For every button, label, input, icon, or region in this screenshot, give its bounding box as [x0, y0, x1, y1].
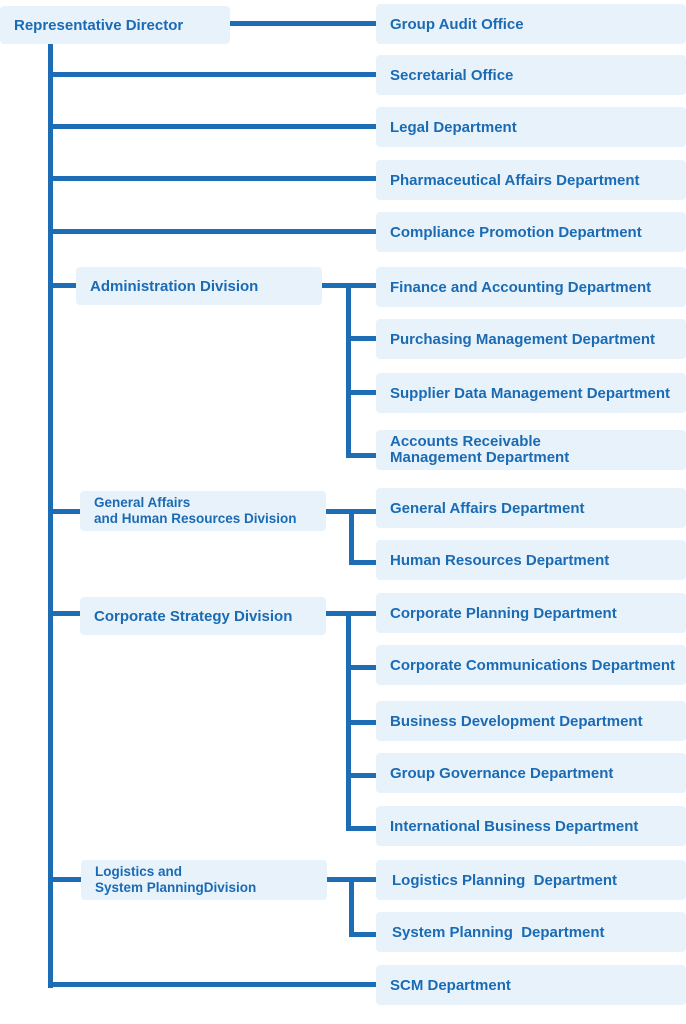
department-label: Legal Department	[390, 118, 517, 136]
division-label: Logistics and	[95, 864, 183, 879]
branch-line	[48, 982, 376, 987]
division-vertical	[346, 283, 351, 458]
division-label: Administration Division	[90, 277, 259, 295]
division-connector	[326, 611, 376, 616]
branch-line	[48, 176, 376, 181]
division-label: General Affairs	[94, 495, 191, 510]
department-label: System Planning Department	[392, 923, 605, 941]
department-box: Finance and Accounting Department	[376, 267, 686, 307]
department-label: Accounts Receivable	[390, 433, 541, 450]
dept-stub	[346, 773, 376, 778]
department-box: Corporate Communications Department	[376, 645, 686, 685]
division-label: and Human Resources Division	[94, 511, 297, 526]
department-box: SCM Department	[376, 965, 686, 1005]
department-box: Logistics Planning Department	[376, 860, 686, 900]
division-box: Corporate Strategy Division	[80, 597, 326, 635]
department-box: General Affairs Department	[376, 488, 686, 528]
dept-stub	[346, 390, 376, 395]
department-box: Purchasing Management Department	[376, 319, 686, 359]
department-label: Human Resources Department	[390, 551, 610, 569]
dept-stub	[349, 560, 376, 565]
department-label: Logistics Planning Department	[392, 871, 618, 889]
department-box: System Planning Department	[376, 912, 686, 952]
division-branch-line	[48, 611, 80, 616]
dept-stub	[346, 665, 376, 670]
department-label: Group Governance Department	[390, 764, 614, 782]
department-label: Secretarial Office	[390, 66, 514, 84]
department-box: Human Resources Department	[376, 540, 686, 580]
division-label: Corporate Strategy Division	[94, 607, 293, 625]
division-branch-line	[48, 877, 81, 882]
department-label: Supplier Data Management Department	[390, 384, 671, 402]
representative-director-box: Representative Director	[0, 6, 230, 44]
root-to-audit-line	[230, 21, 376, 26]
dept-stub	[346, 336, 376, 341]
dept-stub	[346, 453, 376, 458]
main-vertical-line	[48, 44, 53, 988]
branch-line	[48, 229, 376, 234]
department-label: Finance and Accounting Department	[390, 278, 652, 296]
branch-line	[48, 72, 376, 77]
department-box: Accounts Receivable Management Departmen…	[376, 430, 686, 470]
department-label: Business Development Department	[390, 712, 643, 730]
department-label: Purchasing Management Department	[390, 330, 656, 348]
department-label: Corporate Communications Department	[390, 656, 676, 674]
branch-line	[48, 124, 376, 129]
division-branch-line	[48, 283, 76, 288]
division-vertical	[349, 877, 354, 937]
department-box: Group Audit Office	[376, 4, 686, 44]
department-label: Corporate Planning Department	[390, 604, 617, 622]
division-box: Logistics and System PlanningDivision	[81, 860, 327, 900]
department-box: Group Governance Department	[376, 753, 686, 793]
division-box: Administration Division	[76, 267, 322, 305]
root-label: Representative Director	[14, 16, 184, 34]
division-label: System PlanningDivision	[95, 880, 257, 895]
department-label: Compliance Promotion Department	[390, 223, 642, 241]
division-vertical	[349, 509, 354, 565]
department-label: General Affairs Department	[390, 499, 585, 517]
department-box: Secretarial Office	[376, 55, 686, 95]
department-label: Group Audit Office	[390, 15, 524, 33]
dept-stub	[349, 932, 376, 937]
department-box: Legal Department	[376, 107, 686, 147]
department-box: Supplier Data Management Department	[376, 373, 686, 413]
department-label: International Business Department	[390, 817, 639, 835]
department-box: Compliance Promotion Department	[376, 212, 686, 252]
department-label: SCM Department	[390, 976, 511, 994]
division-box: General Affairs and Human Resources Divi…	[80, 491, 326, 531]
department-label: Pharmaceutical Affairs Department	[390, 171, 640, 189]
department-box: Business Development Department	[376, 701, 686, 741]
dept-stub	[346, 826, 376, 831]
department-box: Corporate Planning Department	[376, 593, 686, 633]
department-box: International Business Department	[376, 806, 686, 846]
department-label: Management Department	[390, 449, 570, 466]
dept-stub	[346, 720, 376, 725]
department-box: Pharmaceutical Affairs Department	[376, 160, 686, 200]
division-branch-line	[48, 509, 80, 514]
